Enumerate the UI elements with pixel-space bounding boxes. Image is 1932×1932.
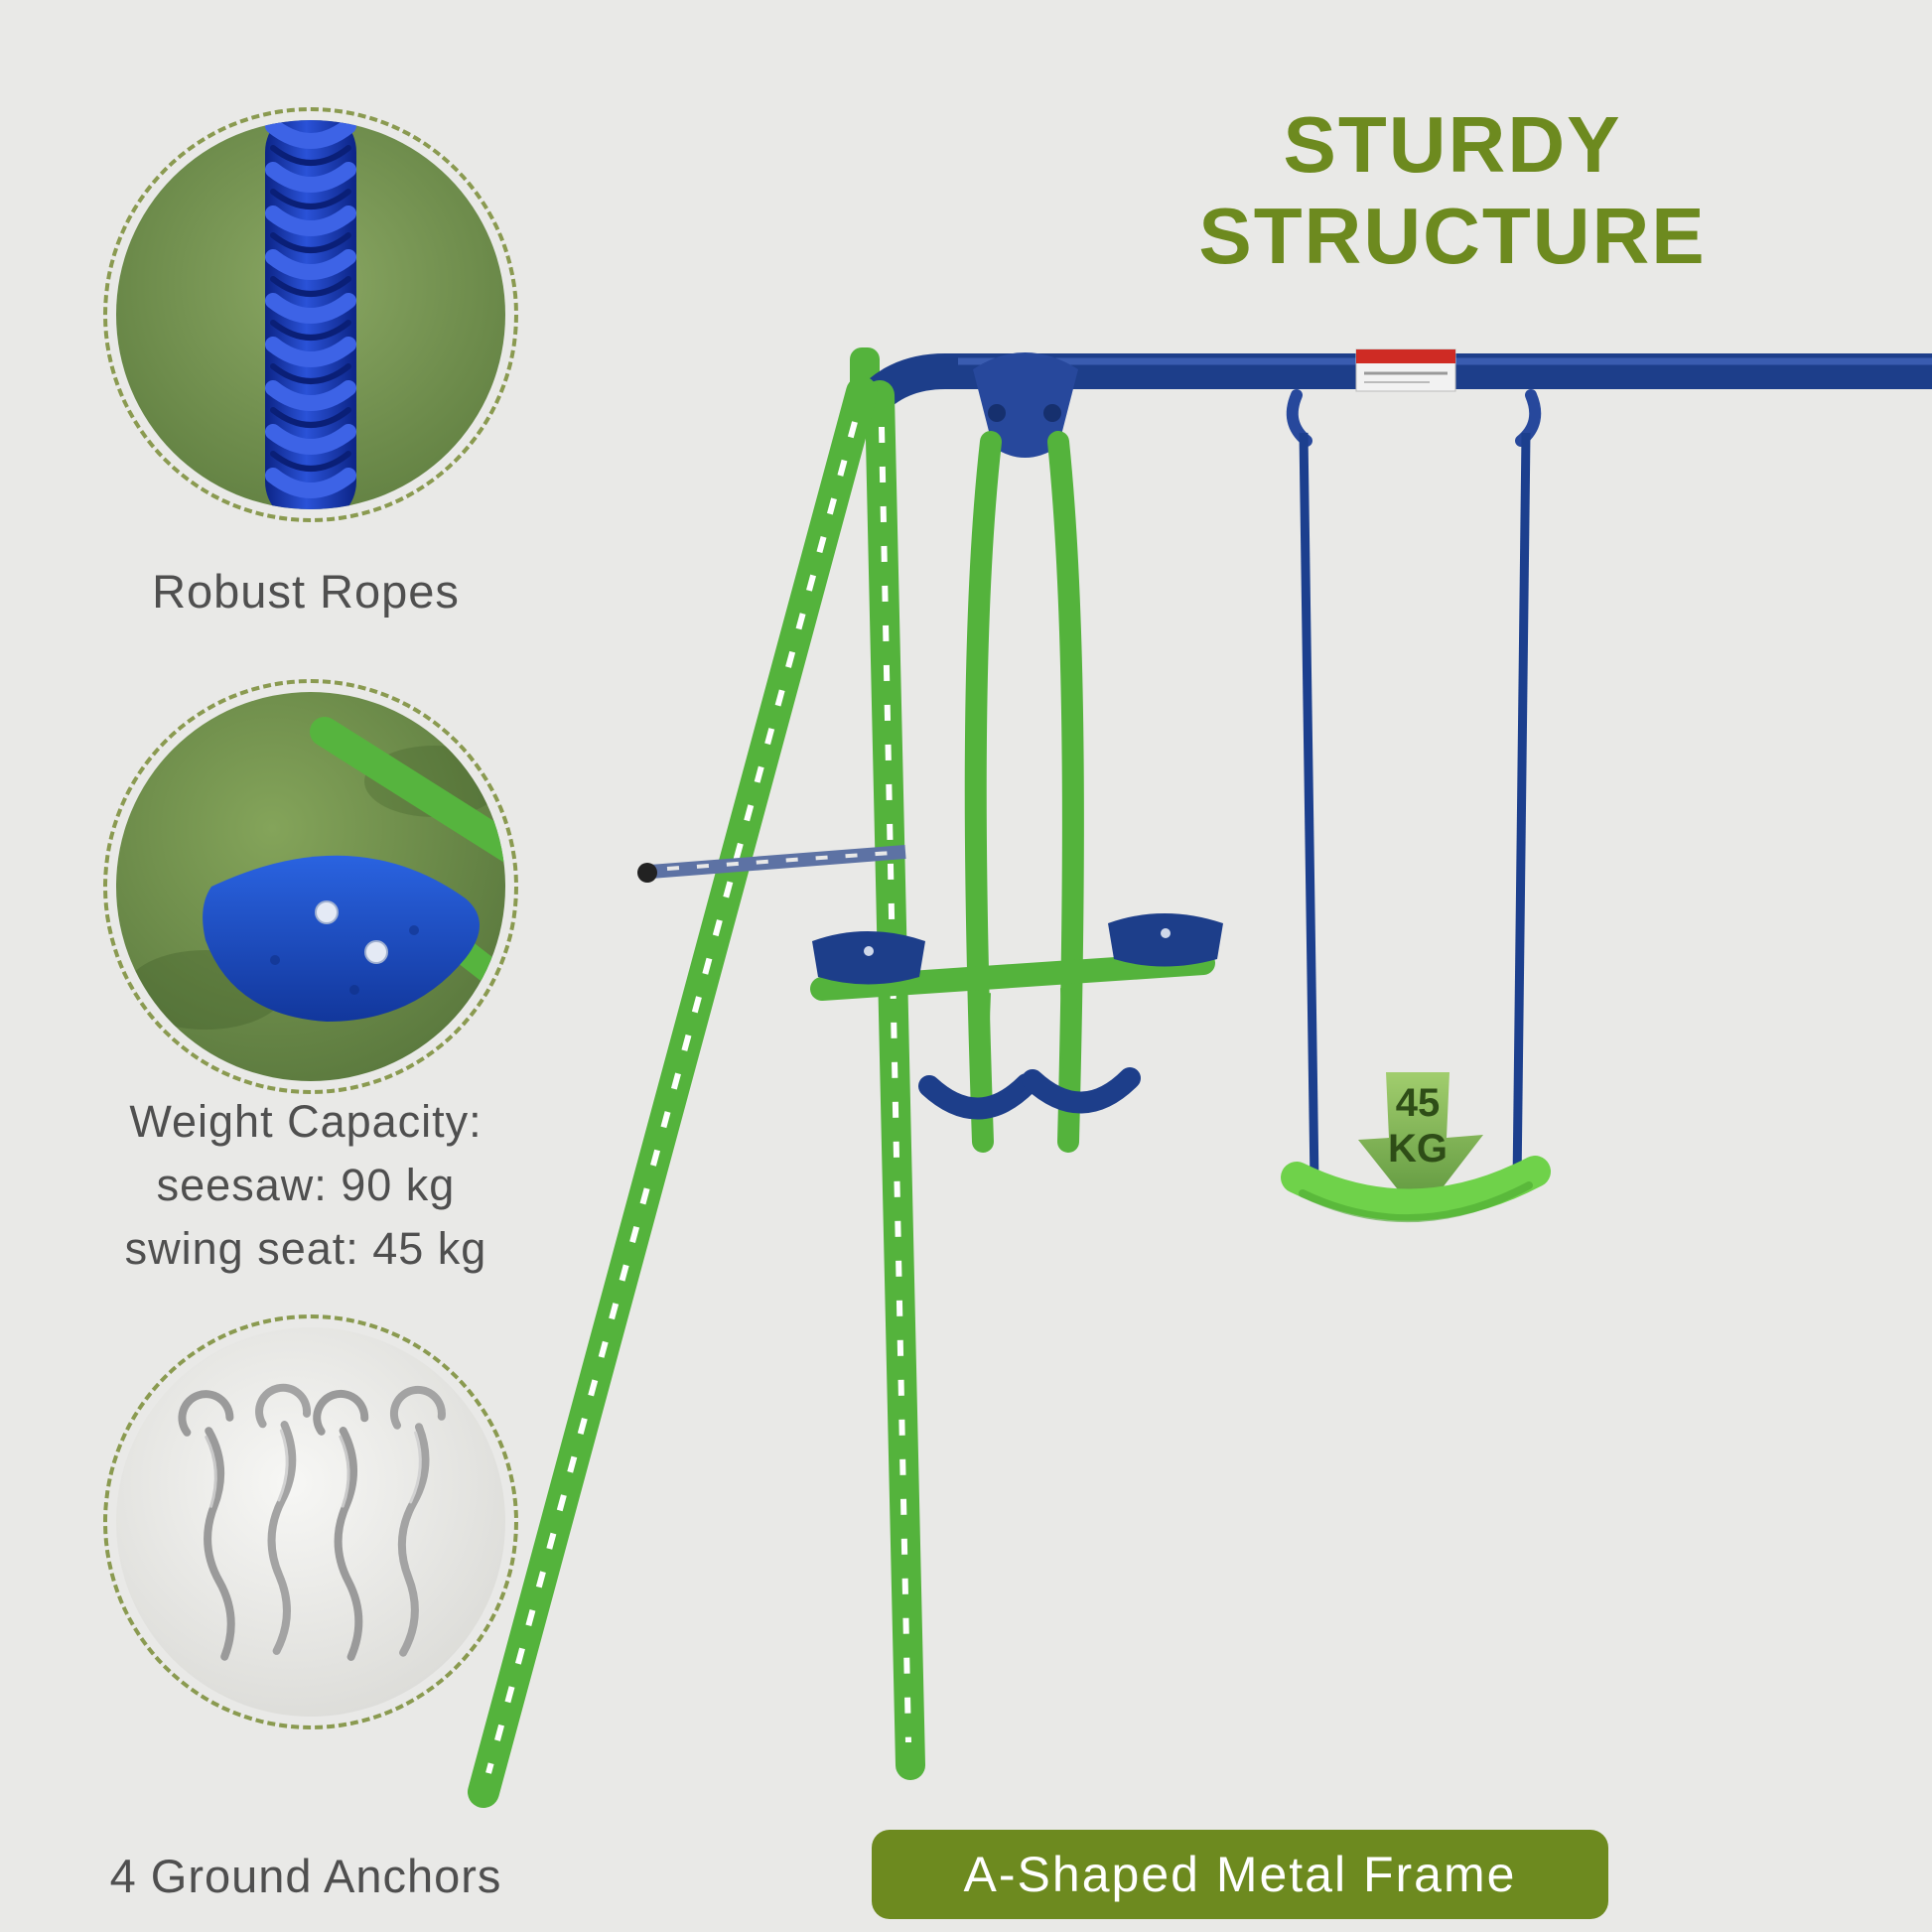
glider-bracket xyxy=(973,352,1078,458)
ground-anchors-photo xyxy=(116,1327,505,1717)
screw xyxy=(364,940,388,964)
swing-hangers xyxy=(1286,389,1542,447)
frame-tube xyxy=(310,717,505,864)
crossbar xyxy=(637,845,906,883)
weight-badge-unit: KG xyxy=(1388,1127,1448,1171)
weight-capacity-line3: swing seat: 45 kg xyxy=(124,1222,487,1274)
weight-capacity-line1: Weight Capacity: xyxy=(129,1096,483,1147)
swing-ropes xyxy=(1299,432,1531,1184)
caption-robust-ropes: Robust Ropes xyxy=(152,565,460,618)
swing-seat xyxy=(1281,1156,1551,1223)
seat-pad xyxy=(203,855,480,1022)
caption-ground-anchors: 4 Ground Anchors xyxy=(109,1850,502,1902)
seesaw-seat-photo xyxy=(116,692,505,1081)
feature-circle-seat xyxy=(103,679,518,1094)
glider-seats xyxy=(810,913,1223,1001)
warning-label xyxy=(1355,348,1456,392)
braided-rope-photo xyxy=(116,120,505,509)
feature-circle-ropes xyxy=(103,107,518,522)
glider-footrests xyxy=(918,987,1141,1120)
a-frame-leg-front xyxy=(468,376,878,1808)
weight-badge-value: 45 xyxy=(1396,1081,1441,1125)
glider-tubes xyxy=(964,431,1084,1153)
feature-circle-anchors xyxy=(103,1314,518,1729)
a-frame-leg-back xyxy=(865,380,925,1780)
caption-weight-capacity: Weight Capacity: seesaw: 90 kg swing sea… xyxy=(48,1090,564,1281)
weight-badge-arrow: 45 KG xyxy=(1358,1072,1483,1217)
ground-anchor-set xyxy=(178,1383,446,1661)
frame-label-badge: A-Shaped Metal Frame xyxy=(872,1830,1608,1919)
page-title: STURDY STRUCTURE xyxy=(1198,100,1707,280)
weight-capacity-line2: seesaw: 90 kg xyxy=(156,1159,456,1210)
screw xyxy=(315,900,339,924)
